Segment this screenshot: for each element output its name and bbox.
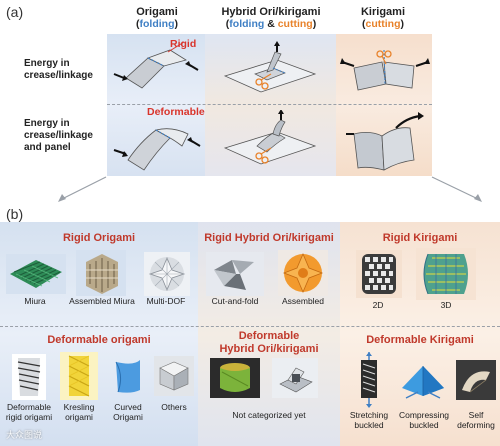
- rigid-fold-illustration: [113, 41, 199, 89]
- col-title: Kirigami: [360, 6, 405, 18]
- kresling-image: [60, 352, 98, 400]
- title-line: Hybrid Ori/kirigami: [219, 343, 319, 355]
- caption-2d: 2D: [372, 300, 384, 310]
- col-header-hybrid: Hybrid Ori/kirigami (folding & cutting): [206, 6, 336, 30]
- panel-a-label: (a): [6, 4, 24, 20]
- kirigami-3d-image: [416, 248, 476, 300]
- watermark: 大众图说: [6, 430, 43, 440]
- panel-b-label: (b): [6, 206, 24, 222]
- rigid-label: Rigid: [170, 38, 197, 50]
- title-rigid-origami: Rigid Origami: [62, 232, 136, 244]
- title-rigid-kirigami: Rigid Kirigami: [382, 232, 458, 244]
- col-title: Hybrid Ori/kirigami: [221, 6, 321, 18]
- title-deformable-hybrid: Deformable Hybrid Ori/kirigami: [198, 330, 340, 356]
- curved-origami-image: [115, 360, 140, 393]
- caption-not-categorized: Not categorized yet: [232, 410, 306, 420]
- kirigami-deformable-illustration: [346, 112, 424, 171]
- deformable-label: Deformable: [147, 106, 205, 118]
- title-deformable-origami: Deformable origami: [47, 334, 151, 346]
- kirigami-rigid-illustration: [340, 49, 430, 91]
- caption-kresling: Kresling origami: [63, 402, 95, 422]
- others-image: [154, 356, 194, 396]
- b-row-divider: [0, 326, 500, 327]
- caption-compressing-buckled: Compressing buckled: [398, 410, 450, 430]
- caption-assembled-miura: Assembled Miura: [69, 296, 135, 306]
- multi-dof-image: [144, 252, 190, 296]
- col-header-kirigami: Kirigami (cutting): [338, 6, 428, 30]
- caption-stretching-buckled: Stretching buckled: [349, 410, 389, 430]
- miura-image: [6, 254, 66, 294]
- hybrid-rigid-illustration: [223, 41, 317, 93]
- hybrid-deformable-image-1: [210, 358, 260, 398]
- hybrid-deformable-illustration: [223, 110, 317, 165]
- caption-curved-origami: Curved Origami: [113, 402, 143, 422]
- caption-assembled: Assembled: [281, 296, 325, 306]
- col-subtitle: (cutting): [362, 18, 404, 30]
- row-divider: [107, 104, 432, 105]
- guide-arrows: [58, 176, 482, 202]
- kirigami-2d-image: [356, 250, 402, 298]
- title-rigid-hybrid: Rigid Hybrid Ori/kirigami: [204, 232, 334, 244]
- self-deforming-image: [456, 360, 496, 400]
- col-header-origami: Origami (folding): [112, 6, 202, 30]
- assembled-hybrid-image: [278, 250, 328, 296]
- caption-others: Others: [161, 402, 187, 412]
- caption-multi-dof: Multi-DOF: [146, 296, 186, 306]
- stretching-buckled-image: [361, 352, 377, 408]
- assembled-miura-image: [76, 250, 126, 296]
- col-title: Origami: [136, 6, 178, 18]
- caption-cut-and-fold: Cut-and-fold: [211, 296, 259, 306]
- title-deformable-kirigami: Deformable Kirigami: [366, 334, 474, 346]
- row-header-crease-panel: Energy in crease/linkage and panel: [24, 118, 93, 153]
- deformable-rigid-origami-image: [12, 354, 46, 400]
- title-line: Deformable: [238, 330, 300, 342]
- row-header-crease: Energy in crease/linkage: [24, 58, 93, 81]
- hybrid-deformable-image-2: [272, 358, 318, 398]
- cut-and-fold-image: [206, 252, 264, 296]
- deformable-fold-illustration: [113, 128, 201, 171]
- compressing-buckled-image: [402, 366, 444, 399]
- col-subtitle: (folding & cutting): [225, 18, 317, 30]
- caption-miura: Miura: [24, 296, 46, 306]
- caption-self-deforming: Self deforming: [457, 410, 495, 430]
- col-subtitle: (folding): [136, 18, 178, 30]
- caption-deformable-rigid-origami: Deformable rigid origami: [5, 402, 53, 422]
- caption-3d: 3D: [440, 300, 452, 310]
